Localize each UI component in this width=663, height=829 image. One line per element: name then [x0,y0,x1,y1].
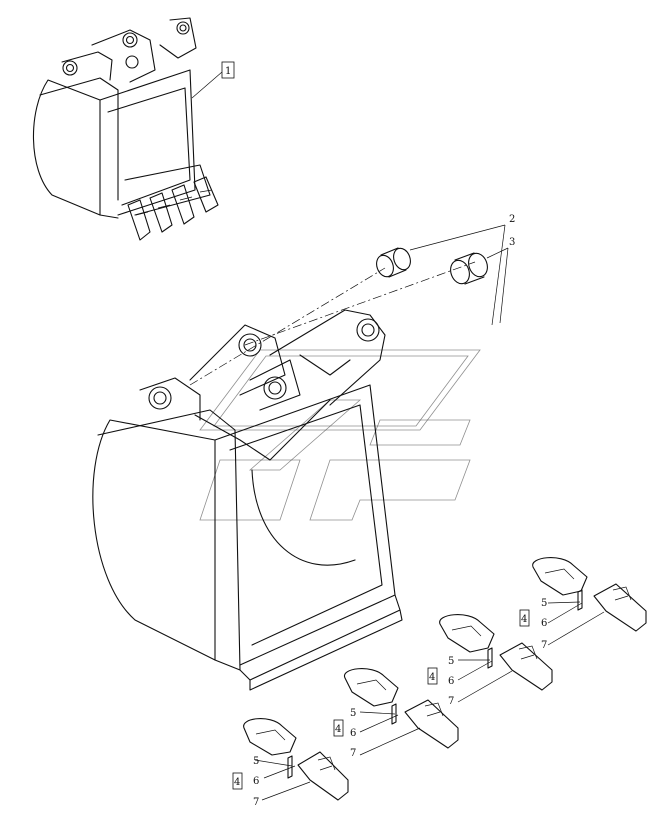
watermark-logo [199,349,481,521]
svg-text:6: 6 [541,618,547,629]
svg-text:6: 6 [253,776,259,787]
tooth-tip-5 [243,718,297,756]
small-bucket-assembly [32,17,219,241]
tooth-set-e: 4 5 6 7 [519,557,647,651]
svg-text:2: 2 [509,214,515,225]
svg-text:1: 1 [225,66,231,77]
bushing-part-2 [376,247,411,278]
callout-3: 3 [486,237,515,324]
retaining-pin-6 [577,589,583,611]
tooth-adapter-7 [404,699,459,749]
tooth-adapter-7 [593,583,647,632]
callout-1: 1 [191,61,235,99]
svg-text:3: 3 [509,237,515,248]
alignment-line [189,267,386,386]
tooth-tip-5 [439,614,495,653]
tooth-tip-5 [344,668,399,707]
svg-text:5: 5 [448,656,454,667]
svg-text:4: 4 [521,614,527,625]
svg-text:5: 5 [253,756,259,767]
alignment-line [244,261,476,346]
svg-text:7: 7 [448,696,454,707]
retaining-pin-6 [487,647,493,669]
svg-text:4: 4 [429,672,435,683]
svg-text:4: 4 [335,724,341,735]
tooth-adapter-7 [499,642,553,691]
svg-text:7: 7 [253,797,259,808]
tooth-set-d: 4 5 6 7 [427,614,553,707]
svg-text:6: 6 [350,728,356,739]
tooth-adapter-7 [297,751,349,801]
svg-text:5: 5 [350,708,356,719]
tooth-set-b: 4 5 6 7 [333,668,459,759]
tooth-tip-5 [532,557,588,596]
svg-text:6: 6 [448,676,454,687]
tooth-set-a: 4 5 6 7 [232,718,349,808]
large-bucket [92,309,403,691]
retaining-pin-6 [287,755,293,779]
callout-2: 2 [409,214,515,326]
svg-text:4: 4 [234,777,240,788]
svg-text:5: 5 [541,598,547,609]
svg-text:7: 7 [541,640,547,651]
svg-text:7: 7 [350,748,356,759]
bushing-part-3 [450,252,488,285]
